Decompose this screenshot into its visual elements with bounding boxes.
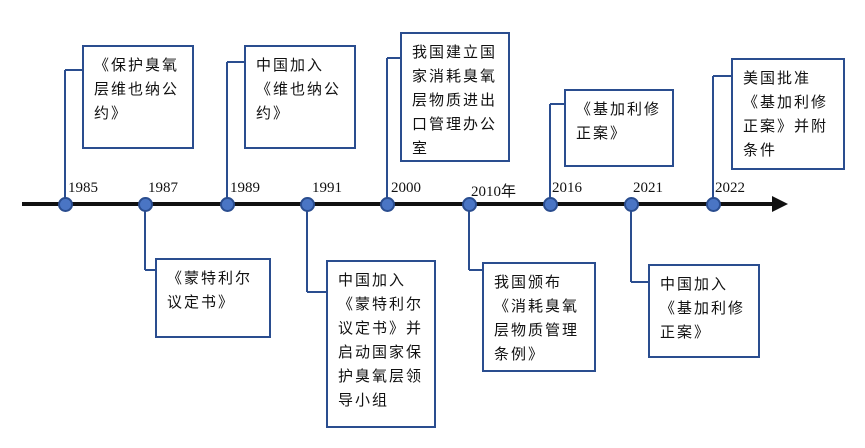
event-connector-vertical xyxy=(64,70,66,204)
event-connector-horizontal xyxy=(469,269,482,271)
event-box-6: 《基加利修 正案》 xyxy=(564,89,674,167)
event-connector-horizontal xyxy=(65,69,82,71)
year-label: 1985 xyxy=(68,180,98,196)
event-connector-horizontal xyxy=(713,75,731,77)
event-box-7: 中国加入 《基加利修 正案》 xyxy=(648,264,760,358)
event-connector-vertical xyxy=(386,58,388,204)
year-label: 2022 xyxy=(715,180,745,196)
event-connector-horizontal xyxy=(631,281,648,283)
timeline-axis xyxy=(22,202,776,206)
event-box-0: 《保护臭氧 层维也纳公 约》 xyxy=(82,45,194,149)
axis-arrowhead-icon xyxy=(772,196,788,212)
timeline-dot xyxy=(138,197,153,212)
year-label: 1989 xyxy=(230,180,260,196)
year-label: 1987 xyxy=(148,180,178,196)
year-label: 2010年 xyxy=(471,184,517,200)
event-connector-vertical xyxy=(306,204,308,292)
event-connector-horizontal xyxy=(145,269,155,271)
year-label: 2000 xyxy=(391,180,421,196)
event-connector-vertical xyxy=(549,104,551,204)
event-box-2: 中国加入 《维也纳公 约》 xyxy=(244,45,356,149)
event-connector-vertical xyxy=(226,62,228,204)
event-connector-horizontal xyxy=(550,103,564,105)
timeline-dot xyxy=(462,197,477,212)
event-connector-horizontal xyxy=(227,61,244,63)
timeline-dot xyxy=(624,197,639,212)
event-connector-vertical xyxy=(468,204,470,270)
event-connector-vertical xyxy=(712,76,714,204)
timeline-dot xyxy=(543,197,558,212)
year-label: 1991 xyxy=(312,180,342,196)
timeline-dot xyxy=(58,197,73,212)
event-box-8: 美国批准 《基加利修 正案》并附 条件 xyxy=(731,58,845,170)
timeline-dot xyxy=(380,197,395,212)
event-connector-horizontal xyxy=(387,57,400,59)
event-connector-vertical xyxy=(630,204,632,282)
timeline-dot xyxy=(220,197,235,212)
event-box-1: 《蒙特利尔 议定书》 xyxy=(155,258,271,338)
timeline-dot xyxy=(706,197,721,212)
year-label: 2021 xyxy=(633,180,663,196)
event-connector-vertical xyxy=(144,204,146,270)
event-box-5: 我国颁布 《消耗臭氧 层物质管理 条例》 xyxy=(482,262,596,372)
year-label: 2016 xyxy=(552,180,582,196)
event-connector-horizontal xyxy=(307,291,326,293)
timeline-dot xyxy=(300,197,315,212)
event-box-4: 我国建立国 家消耗臭氧 层物质进出 口管理办公 室 xyxy=(400,32,510,162)
event-box-3: 中国加入 《蒙特利尔 议定书》并 启动国家保 护臭氧层领 导小组 xyxy=(326,260,436,428)
